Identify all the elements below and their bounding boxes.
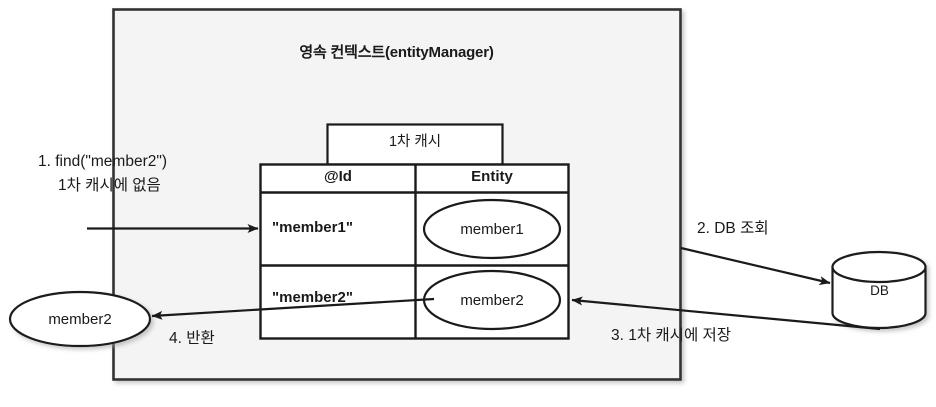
arrow-step-4-return xyxy=(151,297,435,320)
step-2-label: 2. DB 조회 xyxy=(697,220,769,237)
first-level-cache-tab-label: 1차 캐시 xyxy=(388,134,442,150)
returned-entity-label: member2 xyxy=(48,311,112,328)
table-cell-id-member1: "member1" xyxy=(272,219,353,236)
step-3-label: 3. 1차 캐시에 저장 xyxy=(611,327,732,344)
table-cell-entity-member1: member1 xyxy=(460,221,524,238)
arrow-step-2-db-query xyxy=(680,246,831,285)
table-header-id: @Id xyxy=(324,168,352,185)
step-4-label: 4. 반환 xyxy=(169,330,215,347)
table-header-entity: Entity xyxy=(471,168,513,185)
step-1-label-line2: 1차 캐시에 없음 xyxy=(58,177,161,194)
table-cell-id-member2: "member2" xyxy=(272,289,353,306)
arrow-step-3-store-in-cache xyxy=(571,296,881,331)
returned-entity-ellipse xyxy=(8,290,152,348)
step-1-label-line1: 1. find("member2") xyxy=(38,153,168,170)
database-label: DB xyxy=(870,283,889,298)
table-cell-entity-member2: member2 xyxy=(460,292,524,309)
page-title: 영속 컨텍스트(entityManager) xyxy=(299,44,494,61)
entity-ellipse-member1 xyxy=(422,198,562,260)
database-cylinder xyxy=(831,250,927,330)
